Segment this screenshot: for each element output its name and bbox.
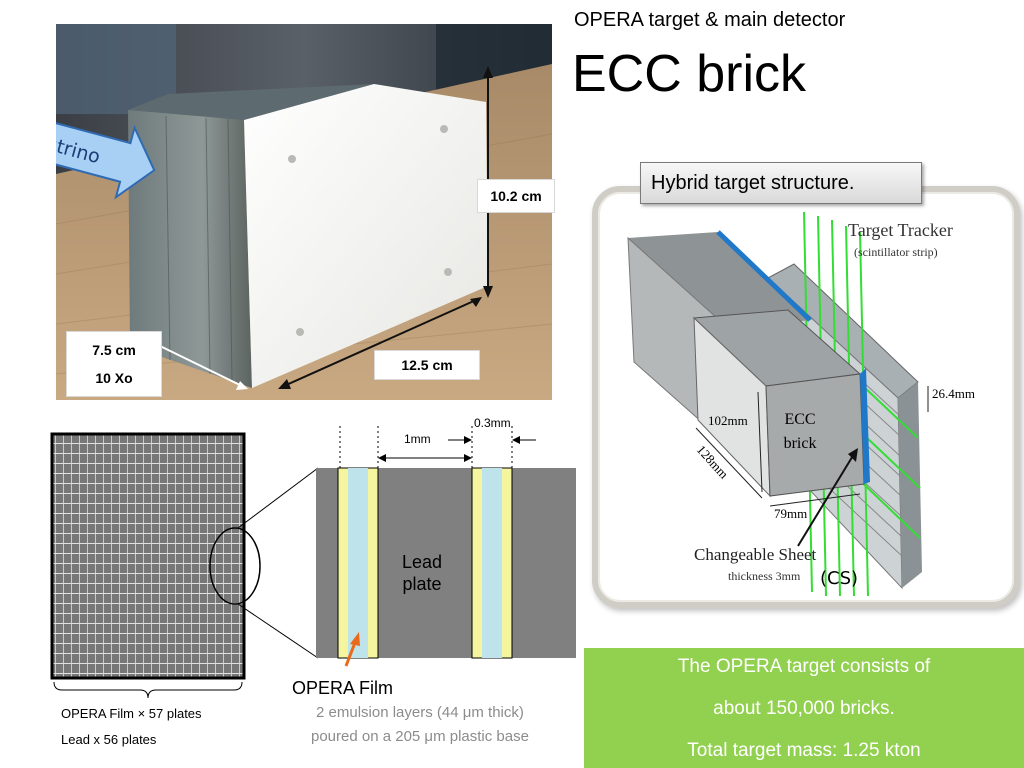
film-description-line1: 2 emulsion layers (44 μm thick) bbox=[316, 704, 524, 721]
dimension-102mm: 102mm bbox=[708, 413, 748, 428]
ecc-brick-photo: neutrino bbox=[56, 24, 552, 400]
target-tracker-label: Target Tracker bbox=[848, 220, 953, 240]
page-subtitle: OPERA target & main detector bbox=[574, 9, 846, 31]
lead-label-line2: plate bbox=[402, 574, 442, 594]
brick-front-face bbox=[244, 84, 488, 388]
ecc-label: ECC bbox=[784, 411, 815, 428]
neutrino-arrow-icon: neutrino bbox=[56, 110, 156, 200]
zoom-ellipse bbox=[209, 527, 261, 605]
info-line-3: Total target mass: 1.25 kton bbox=[687, 740, 921, 761]
depth-dimension-arrow bbox=[159, 345, 243, 387]
dimension-03mm-label: 0.3mm bbox=[474, 416, 511, 430]
hybrid-caption: Hybrid target structure. bbox=[640, 162, 922, 204]
dimension-79mm: 79mm bbox=[774, 506, 807, 521]
depth-label: 7.5 cm bbox=[92, 342, 136, 358]
opera-film-label: OPERA Film bbox=[292, 678, 394, 698]
radiation-length-label: 10 Xo bbox=[95, 370, 133, 386]
lead-plates-count: Lead x 56 plates bbox=[61, 732, 157, 747]
height-label: 10.2 cm bbox=[477, 179, 555, 213]
changeable-sheet-label: Changeable Sheet bbox=[694, 545, 817, 564]
lead-label-line1: Lead bbox=[401, 552, 443, 572]
length-label: 12.5 cm bbox=[374, 350, 480, 380]
dimension-26-4mm: 26.4mm bbox=[932, 386, 975, 401]
info-line-2: about 150,000 bricks. bbox=[713, 698, 895, 719]
cs-pointer-arrow bbox=[797, 453, 855, 547]
depth-label-box: 7.5 cm 10 Xo bbox=[66, 331, 162, 397]
film-description-line2: poured on a 205 μm plastic base bbox=[311, 728, 529, 745]
brick-side bbox=[128, 110, 252, 388]
film-2-base bbox=[482, 468, 502, 658]
length-dimension-arrow bbox=[283, 299, 477, 387]
plate-stack-grid bbox=[50, 432, 246, 680]
brick-top bbox=[128, 84, 374, 120]
dimension-1mm-label: 1mm bbox=[404, 432, 431, 446]
stack-brace bbox=[53, 681, 243, 699]
film-1-base bbox=[348, 468, 368, 658]
lead-plate-label: Lead plate bbox=[376, 551, 468, 595]
brick-structure-diagram bbox=[50, 426, 576, 699]
target-tracker-sublabel: (scintillator strip) bbox=[854, 245, 938, 259]
hybrid-target-frame: ECC brick 102mm 128mm 79mm 26.4mm Target… bbox=[592, 186, 1020, 608]
film-plates-count: OPERA Film × 57 plates bbox=[61, 706, 202, 721]
info-line-1: The OPERA target consists of bbox=[677, 656, 931, 677]
changeable-sheet bbox=[860, 368, 870, 484]
target-info-box: The OPERA target consists of about 150,0… bbox=[584, 648, 1024, 768]
brick-label: brick bbox=[784, 435, 817, 452]
hybrid-target-diagram: ECC brick 102mm 128mm 79mm 26.4mm Target… bbox=[627, 211, 975, 597]
cs-thickness-label: thickness 3mm bbox=[728, 569, 801, 583]
page-title: ECC brick bbox=[572, 45, 807, 103]
cs-abbrev-label: (CS) bbox=[820, 568, 858, 589]
